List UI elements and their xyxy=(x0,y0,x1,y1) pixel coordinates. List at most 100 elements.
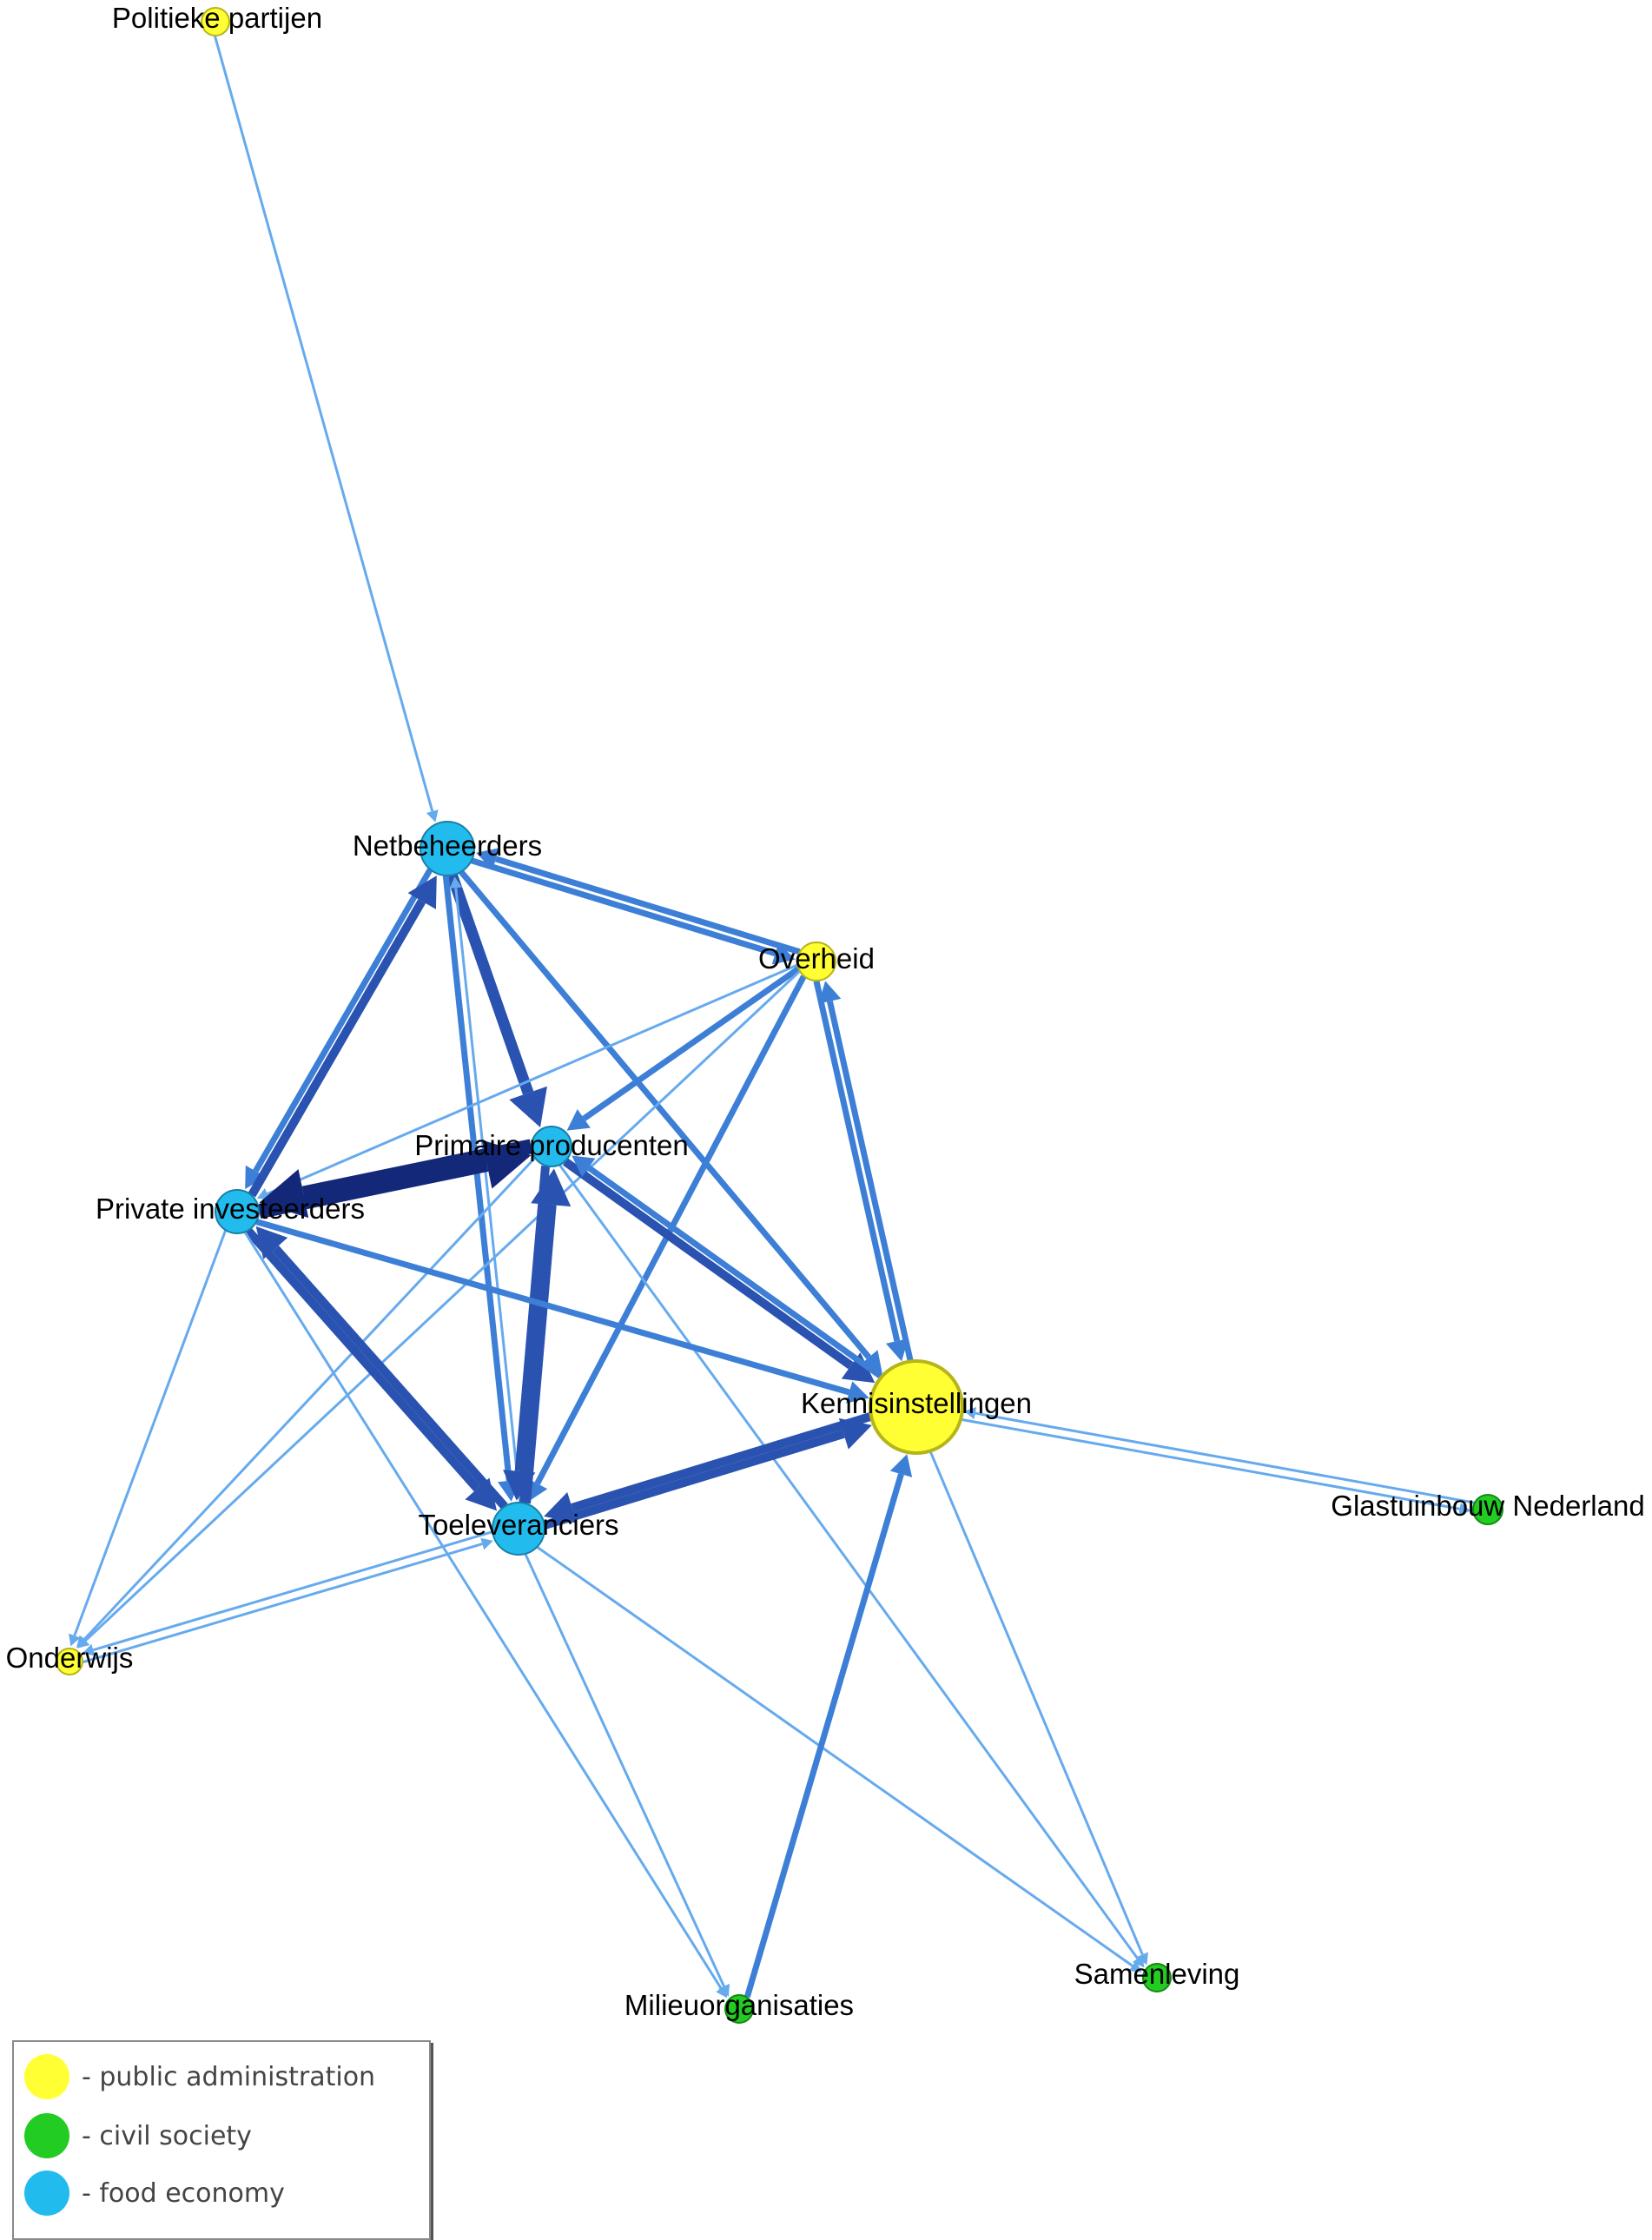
node-label-onderwijs: Onderwijs xyxy=(6,1642,134,1674)
edge-line xyxy=(243,1232,723,1990)
edge-private-to-primaire xyxy=(257,1140,532,1219)
edge-line xyxy=(73,1230,227,1636)
edge-kennis-to-primaire xyxy=(572,1155,883,1379)
edge-kennis-to-toeleveranciers xyxy=(544,1411,873,1523)
node-label-glastuinbouw: Glastuinbouw Nederland xyxy=(1331,1490,1644,1522)
edge-netbeheerders-to-kennis xyxy=(459,869,882,1374)
edge-line xyxy=(586,1165,883,1379)
edge-line xyxy=(826,1000,914,1362)
arrowhead xyxy=(889,1454,913,1477)
edge-line xyxy=(257,1157,489,1219)
edge-toeleveranciers-to-onderwijs xyxy=(82,1530,493,1656)
node-label-netbeheerders: Netbeheerders xyxy=(353,829,542,862)
edge-line xyxy=(543,1430,845,1530)
edge-line xyxy=(442,875,512,1482)
arrowhead xyxy=(860,1350,882,1374)
edge-line xyxy=(558,1164,1139,1959)
edge-netbeheerders-to-primaire xyxy=(446,873,547,1128)
arrowhead xyxy=(818,981,842,1004)
edge-overheid-to-netbeheerders xyxy=(476,848,801,955)
arrowhead xyxy=(544,1492,578,1523)
legend-item-public-administration: - public administration xyxy=(24,2052,375,2101)
node-milieu[interactable] xyxy=(724,1994,754,2024)
node-kennis[interactable] xyxy=(869,1359,964,1455)
edge-line xyxy=(536,1546,1133,1967)
legend-label: - food economy xyxy=(82,2177,285,2209)
arrowhead xyxy=(426,809,439,823)
arrowhead xyxy=(407,876,437,909)
edge-milieu-to-kennis xyxy=(743,1454,913,1999)
arrowhead xyxy=(480,1537,493,1550)
edge-politieke-to-netbeheerders xyxy=(214,36,439,823)
arrowhead xyxy=(566,1109,591,1131)
edge-toeleveranciers-to-private xyxy=(255,1226,508,1510)
arrowhead xyxy=(476,848,499,870)
arrowhead xyxy=(1128,1960,1142,1972)
edge-glastuinbouw-to-kennis xyxy=(964,1407,1475,1504)
node-label-toeleveranciers: Toeleveranciers xyxy=(418,1509,618,1541)
legend-item-civil-society: - civil society xyxy=(24,2111,252,2160)
node-label-private: Private investeerders xyxy=(96,1193,365,1225)
edge-primaire-to-onderwijs xyxy=(76,1157,536,1649)
edge-netbeheerders-to-overheid xyxy=(471,857,796,965)
node-private[interactable] xyxy=(215,1189,260,1234)
node-label-primaire: Primaire producenten xyxy=(414,1129,689,1161)
node-overheid[interactable] xyxy=(796,942,836,981)
legend-item-food-economy: - food economy xyxy=(24,2169,285,2217)
arrowhead xyxy=(1458,1503,1471,1516)
edge-line xyxy=(975,1411,1475,1504)
edge-line xyxy=(514,1166,551,1472)
legend: - public administration - civil society … xyxy=(12,2040,431,2240)
edge-line xyxy=(743,1473,904,1999)
arrowhead xyxy=(82,1643,96,1656)
edge-private-to-toeleveranciers xyxy=(245,1227,498,1511)
edge-line xyxy=(471,857,776,957)
legend-swatch-public-administration xyxy=(24,2054,69,2099)
arrowhead xyxy=(481,1140,532,1189)
labels-layer: Politieke partijenNetbeheerdersOverheidP… xyxy=(6,2,1645,2021)
edge-line xyxy=(83,1157,536,1641)
edge-line xyxy=(267,963,798,1195)
edge-onderwijs-to-toeleveranciers xyxy=(83,1537,493,1663)
edge-line xyxy=(534,975,807,1485)
edge-line xyxy=(214,36,434,812)
edge-overheid-to-primaire xyxy=(566,966,801,1131)
edge-line xyxy=(253,868,433,1173)
node-samenleving[interactable] xyxy=(1142,1963,1172,1992)
node-primaire[interactable] xyxy=(531,1126,572,1167)
edge-line xyxy=(272,1245,508,1510)
edge-kennis-to-samenleving xyxy=(928,1450,1148,1966)
node-onderwijs[interactable] xyxy=(56,1648,83,1675)
edge-toeleveranciers-to-netbeheerders xyxy=(449,876,522,1503)
node-glastuinbouw[interactable] xyxy=(1472,1494,1503,1525)
edge-line xyxy=(928,1450,1144,1955)
node-toeleveranciers[interactable] xyxy=(492,1502,545,1556)
edge-overheid-to-kennis xyxy=(813,980,909,1362)
node-politieke[interactable] xyxy=(201,7,230,36)
edge-line xyxy=(582,966,801,1121)
edge-kennis-to-overheid xyxy=(818,981,914,1362)
edge-toeleveranciers-to-primaire xyxy=(519,1168,572,1504)
edge-line xyxy=(248,898,426,1198)
edge-toeleveranciers-to-milieu xyxy=(524,1553,730,1997)
legend-label: - public administration xyxy=(82,2061,376,2092)
edge-private-to-onderwijs xyxy=(69,1230,227,1647)
edges-layer xyxy=(69,36,1475,1999)
edge-netbeheerders-to-private xyxy=(245,868,433,1190)
node-netbeheerders[interactable] xyxy=(420,821,475,876)
edge-line xyxy=(84,970,801,1642)
legend-label: - civil society xyxy=(82,2120,252,2151)
node-label-overheid: Overheid xyxy=(758,942,875,975)
arrowhead xyxy=(245,1165,266,1190)
arrowhead xyxy=(449,876,462,889)
arrowhead xyxy=(964,1407,977,1420)
edge-line xyxy=(454,888,522,1503)
arrowhead xyxy=(531,1168,572,1207)
edge-line xyxy=(459,869,872,1359)
node-label-milieu: Milieuorganisaties xyxy=(624,1989,854,2021)
edge-toeleveranciers-to-samenleving xyxy=(536,1546,1142,1972)
edge-private-to-kennis xyxy=(255,1219,869,1404)
edge-private-to-milieu xyxy=(243,1232,728,1999)
edge-private-to-netbeheerders xyxy=(248,876,437,1198)
edge-line xyxy=(83,1543,483,1663)
